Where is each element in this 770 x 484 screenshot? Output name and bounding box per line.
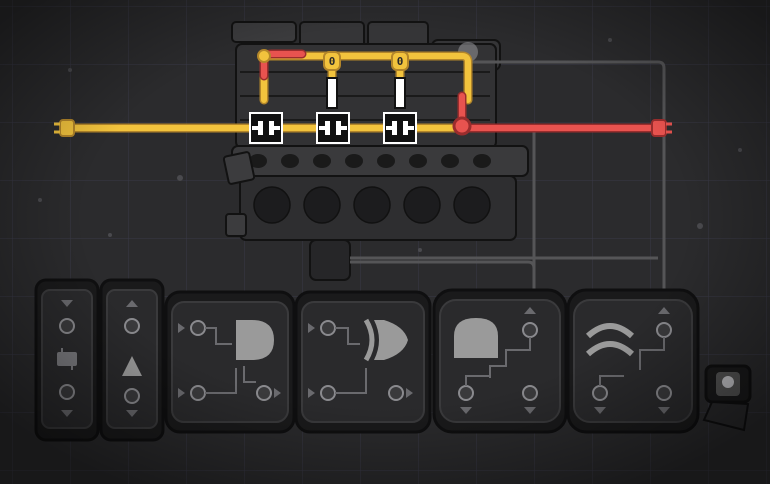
buffer-gate[interactable] (34, 278, 100, 442)
wire-joint-red (452, 116, 472, 136)
not-gate[interactable] (99, 278, 165, 442)
and-gate[interactable] (164, 290, 296, 434)
and-symbol-icon (236, 320, 274, 360)
filter-gate[interactable] (566, 288, 700, 434)
bridge-label: 0 (397, 55, 404, 68)
bridge-post (394, 77, 406, 109)
bridge-post (326, 77, 338, 109)
memory-gate[interactable] (432, 288, 568, 434)
bridge-icon[interactable] (316, 112, 350, 144)
bridge-icon[interactable] (383, 112, 417, 144)
bridge-tag-2[interactable]: 0 (391, 51, 409, 71)
bridge-icon[interactable] (249, 112, 283, 144)
wire-joint-yellow (257, 49, 271, 63)
bridge-label: 0 (329, 55, 336, 68)
bridge-tag-1[interactable]: 0 (323, 51, 341, 71)
xor-gate[interactable] (294, 290, 432, 434)
dome-icon (454, 318, 498, 358)
switch-icon[interactable] (702, 364, 752, 432)
